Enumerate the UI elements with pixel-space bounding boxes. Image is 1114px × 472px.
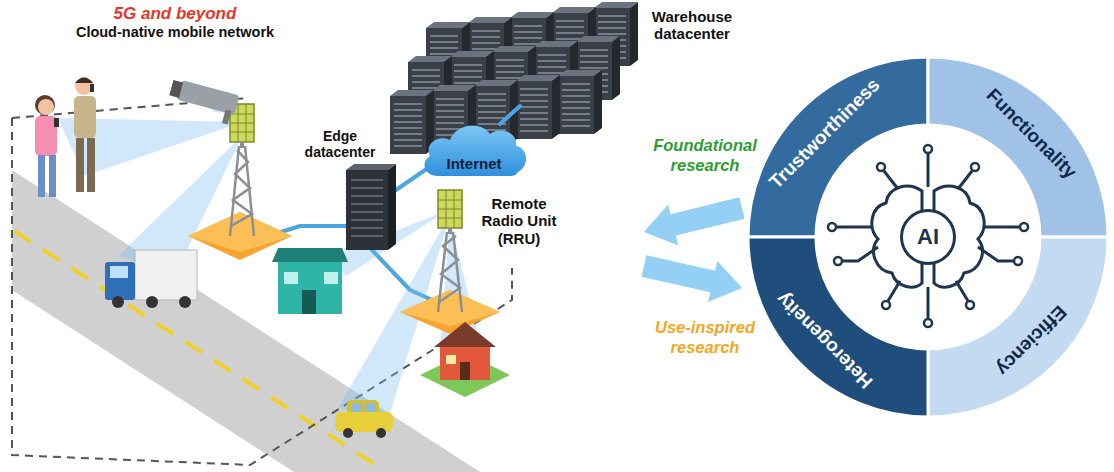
ring-segment-shape: [928, 57, 1108, 237]
label-wrap: Edge datacenter: [298, 128, 382, 160]
node-text: 5G and beyond: [40, 4, 310, 24]
edge-label: Foundational research: [646, 136, 764, 176]
cloud-text-block: Internet: [418, 155, 530, 172]
component-label: Edge datacenter: [298, 128, 382, 160]
edge-label: Use-inspired research: [646, 318, 764, 358]
block-arrow: [644, 197, 745, 245]
network-region: Internet 5G and beyondCloud-native mobile…: [0, 0, 638, 472]
ring-segment: Heterogeneity: [748, 237, 928, 417]
ring-segment: Efficiency: [928, 237, 1108, 417]
label-wrap: Warehouse datacenter: [640, 8, 744, 43]
ring-segment-shape: [748, 237, 928, 417]
ring-segment-shape: [748, 57, 928, 237]
internet-cloud: Internet: [418, 118, 530, 180]
component-label: Warehouse datacenter: [640, 8, 744, 43]
ai-core-circle: AI: [900, 209, 956, 265]
ring-segment: Functionality: [928, 57, 1108, 237]
block-arrow: [642, 255, 742, 302]
edge-label-wrap: Foundational research: [646, 136, 764, 176]
node-text: Cloud-native mobile network: [40, 24, 310, 41]
component-label: Remote Radio Unit (RRU): [472, 195, 566, 247]
label-wrap: Remote Radio Unit (RRU): [472, 195, 566, 247]
edge-label-wrap: Use-inspired research: [646, 318, 764, 358]
ring-segment: Trustworthiness: [748, 57, 928, 237]
node-text: Internet: [418, 155, 530, 172]
ring-segment-shape: [928, 237, 1108, 417]
heading-block: 5G and beyondCloud-native mobile network: [40, 4, 310, 42]
node-text: AI: [917, 225, 939, 249]
